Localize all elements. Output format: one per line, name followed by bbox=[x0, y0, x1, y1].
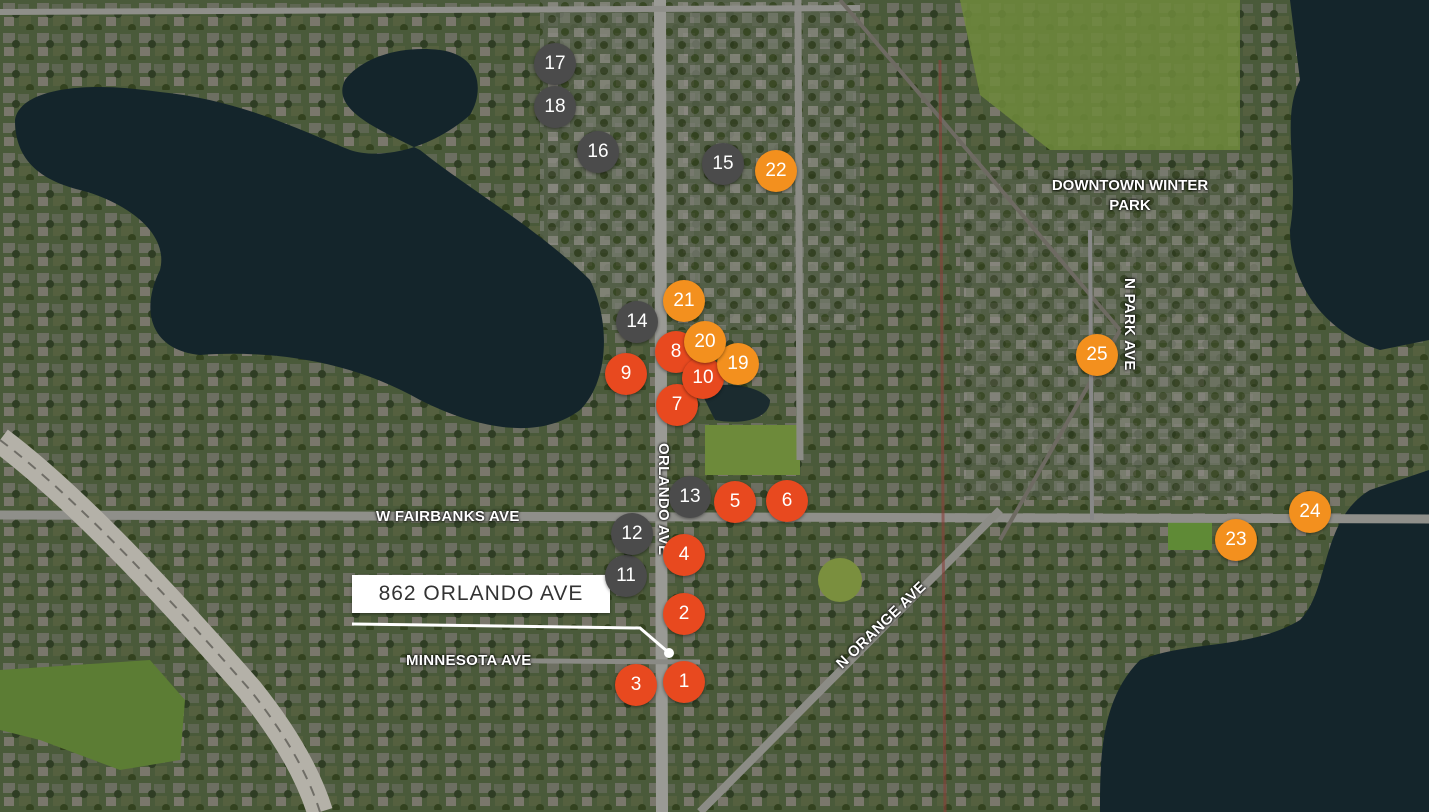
poi-marker-14[interactable]: 14 bbox=[616, 301, 658, 343]
area-label-line-1: DOWNTOWN WINTER bbox=[1051, 177, 1209, 194]
poi-marker-3[interactable]: 3 bbox=[615, 664, 657, 706]
poi-marker-4[interactable]: 4 bbox=[663, 534, 705, 576]
poi-marker-2[interactable]: 2 bbox=[663, 593, 705, 635]
poi-marker-23[interactable]: 23 bbox=[1215, 519, 1257, 561]
poi-marker-16[interactable]: 16 bbox=[577, 131, 619, 173]
poi-marker-15[interactable]: 15 bbox=[702, 143, 744, 185]
area-label-downtown-winter-park: DOWNTOWN WINTER PARK bbox=[1010, 176, 1250, 216]
poi-marker-13[interactable]: 13 bbox=[669, 476, 711, 518]
poi-marker-12[interactable]: 12 bbox=[611, 513, 653, 555]
poi-marker-6[interactable]: 6 bbox=[766, 480, 808, 522]
poi-marker-25[interactable]: 25 bbox=[1076, 334, 1118, 376]
poi-marker-20[interactable]: 20 bbox=[684, 321, 726, 363]
poi-marker-18[interactable]: 18 bbox=[534, 86, 576, 128]
poi-marker-5[interactable]: 5 bbox=[714, 481, 756, 523]
poi-marker-21[interactable]: 21 bbox=[663, 280, 705, 322]
road-label-park-ave: N PARK AVE bbox=[1121, 278, 1138, 371]
poi-marker-24[interactable]: 24 bbox=[1289, 491, 1331, 533]
poi-marker-1[interactable]: 1 bbox=[663, 661, 705, 703]
road-label-minnesota-ave: MINNESOTA AVE bbox=[406, 652, 532, 669]
address-callout: 862 ORLANDO AVE bbox=[352, 575, 610, 613]
area-label-line-2: PARK bbox=[1109, 197, 1151, 214]
poi-marker-22[interactable]: 22 bbox=[755, 150, 797, 192]
poi-marker-17[interactable]: 17 bbox=[534, 43, 576, 85]
poi-marker-11[interactable]: 11 bbox=[605, 555, 647, 597]
road-label-fairbanks-ave: W FAIRBANKS AVE bbox=[376, 508, 520, 525]
poi-marker-9[interactable]: 9 bbox=[605, 353, 647, 395]
